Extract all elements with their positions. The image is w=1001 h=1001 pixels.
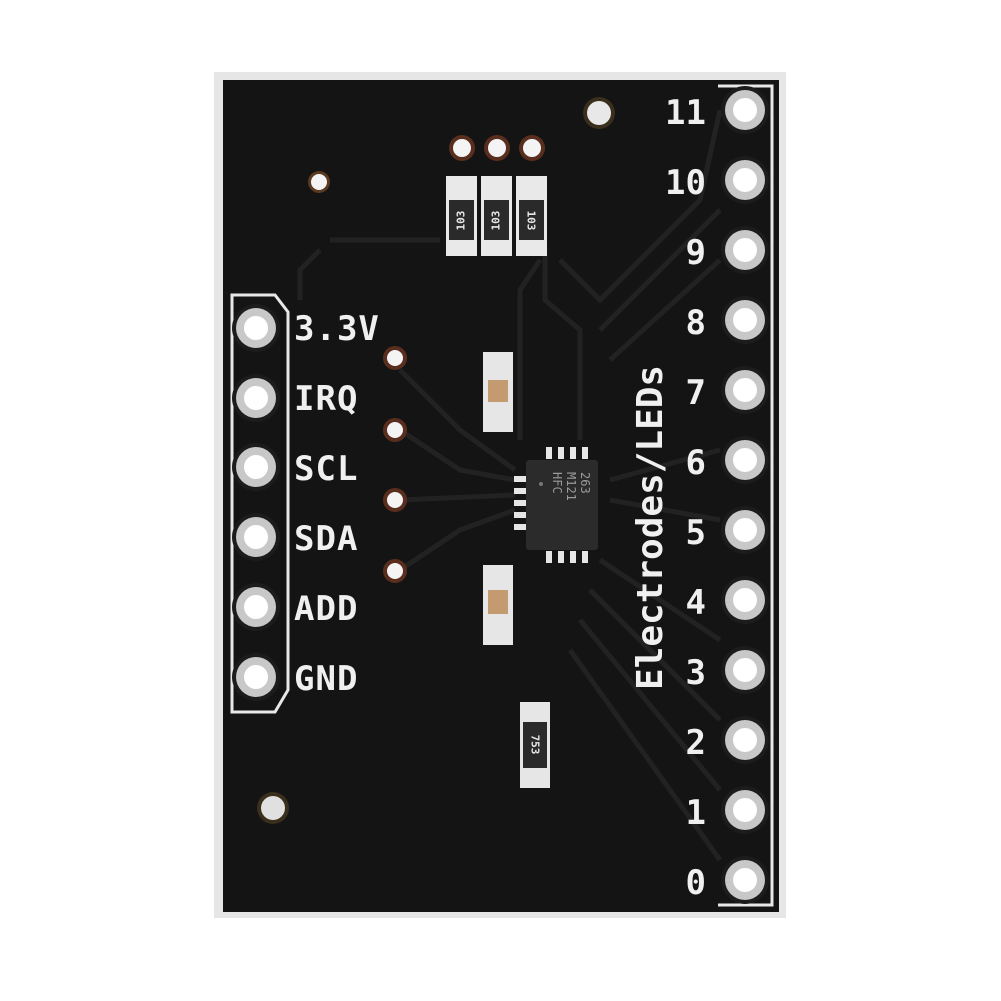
pin-number-7: 7 (685, 373, 706, 413)
vias (383, 135, 545, 583)
pin-label-add: ADD (294, 589, 359, 629)
ic-chip (514, 447, 598, 563)
ic-marking: 263 M121 HFC (550, 472, 592, 501)
pin-label-3v3: 3.3V (294, 309, 380, 349)
resistor-code-bottom: 753 (528, 734, 542, 755)
pin-label-irq: IRQ (294, 379, 359, 419)
pin-number-4: 4 (685, 583, 706, 623)
traces (297, 109, 723, 862)
pin-number-5: 5 (685, 513, 706, 553)
pin-number-8: 8 (685, 303, 706, 343)
bottom-resistor (520, 702, 550, 788)
pin-number-10: 10 (665, 163, 706, 203)
pin-number-0: 0 (685, 863, 706, 903)
pin-label-scl: SCL (294, 449, 359, 489)
pin-number-1: 1 (685, 793, 706, 833)
resistor-code-3: 103 (524, 210, 538, 231)
mounting-holes (257, 97, 615, 824)
left-header-pads (230, 293, 290, 714)
electrodes-leds-label: Electrodes/LEDs (630, 364, 671, 690)
capacitors (483, 352, 513, 645)
pin-number-11: 11 (665, 93, 706, 133)
right-header-pads (718, 84, 774, 907)
pin-number-2: 2 (685, 723, 706, 763)
pin-number-3: 3 (685, 653, 706, 693)
resistor-code-1: 103 (454, 210, 468, 231)
top-resistors (446, 176, 547, 256)
resistor-code-2: 103 (489, 210, 503, 231)
pin-label-sda: SDA (294, 519, 359, 559)
pin-number-6: 6 (685, 443, 706, 483)
pin-number-9: 9 (685, 233, 706, 273)
pin-label-gnd: GND (294, 659, 359, 699)
